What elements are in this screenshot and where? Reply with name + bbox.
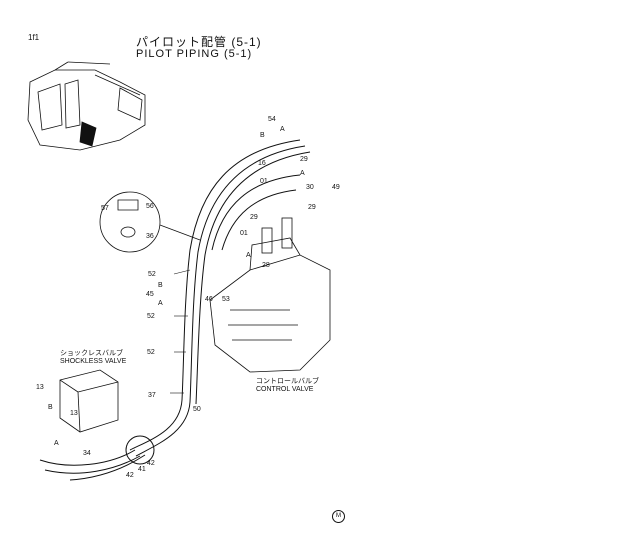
callout-29: 29 (308, 204, 316, 211)
callout-52: 52 (147, 349, 155, 356)
callout-29: 29 (300, 156, 308, 163)
callout-13: 13 (70, 410, 78, 417)
callout-a: A (54, 440, 59, 447)
control-valve-caption: コントロールバルブ CONTROL VALVE (256, 378, 319, 394)
callout-45: 45 (146, 291, 154, 298)
diagram-title-english: PILOT PIPING (5-1) (136, 48, 253, 60)
diagram-title-japanese: パイロット配管 (5-1) (136, 35, 262, 49)
lower-hoses (39, 435, 155, 481)
callout-52: 52 (147, 313, 155, 320)
callout-54: 54 (268, 116, 276, 123)
callout-28: 28 (262, 262, 270, 269)
callout-52: 52 (148, 271, 156, 278)
page-number: 1f1 (28, 33, 40, 42)
callout-56: 56 (146, 203, 154, 210)
hose-bundle (129, 139, 311, 457)
callout-37: 37 (148, 392, 156, 399)
callout-36: 36 (146, 233, 154, 240)
callout-b: B (48, 404, 53, 411)
callout-42: 42 (126, 472, 134, 479)
shockless-valve-body (59, 369, 119, 433)
callout-01: 01 (240, 230, 248, 237)
callout-16: 16 (258, 160, 266, 167)
callout-b: B (260, 132, 265, 139)
callout-b: B (158, 282, 163, 289)
callout-a: A (158, 300, 163, 307)
leader-lines (170, 269, 191, 394)
excavator-thumbnail (27, 61, 146, 151)
callout-01: 01 (260, 178, 268, 185)
callout-13: 13 (36, 384, 44, 391)
callout-42: 42 (147, 460, 155, 467)
callout-49: 49 (332, 184, 340, 191)
callout-a: A (300, 170, 305, 177)
callout-30: 30 (306, 184, 314, 191)
callout-53: 53 (222, 296, 230, 303)
callout-29: 29 (250, 214, 258, 221)
callout-a: A (280, 126, 285, 133)
callout-41: 41 (138, 466, 146, 473)
page-mark: M (332, 510, 345, 523)
shockless-valve-caption: ショックレスバルブ SHOCKLESS VALVE (60, 350, 127, 366)
detail-circle (99, 191, 201, 253)
control-valve-body (209, 217, 331, 373)
callout-50: 50 (193, 406, 201, 413)
callout-46: 46 (205, 296, 213, 303)
callout-34: 34 (83, 450, 91, 457)
callout-57: 57 (101, 205, 109, 212)
callout-a: A (246, 252, 251, 259)
